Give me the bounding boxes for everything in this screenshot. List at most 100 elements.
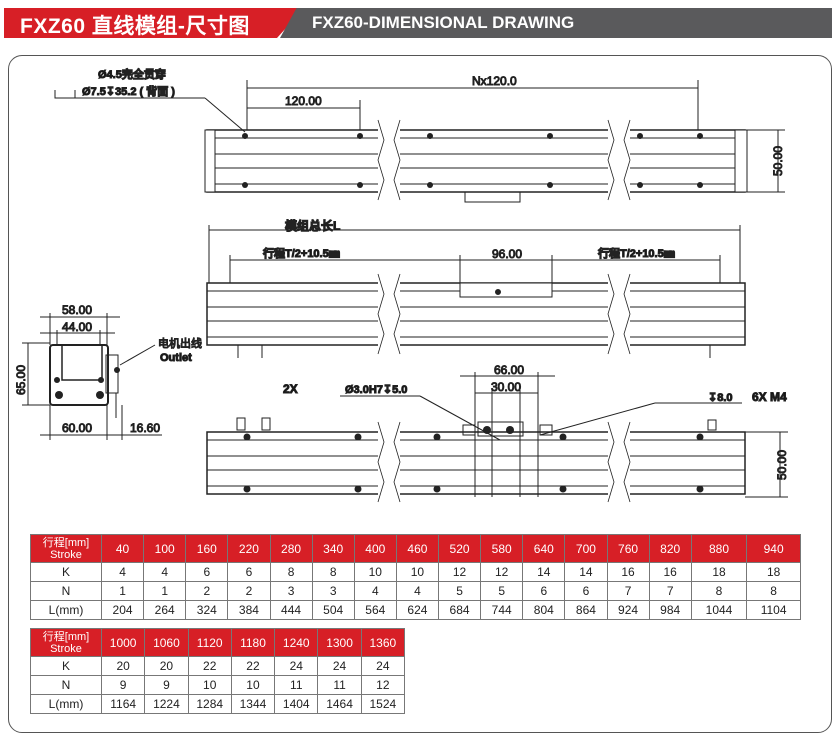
header-cn: 行程[mm]	[42, 630, 90, 643]
n-cell: 3	[311, 581, 355, 601]
stroke-cell: 520	[437, 534, 482, 563]
dim-66: 66.00	[494, 363, 524, 377]
k-cell: 6	[227, 562, 271, 582]
n-cell: 1	[143, 581, 187, 601]
stroke-cell: 460	[395, 534, 440, 563]
slider-length-dim: 96.00	[492, 247, 522, 261]
header-en: Stroke	[50, 642, 82, 655]
l-cell: 924	[606, 600, 650, 620]
l-cell: 1284	[187, 694, 232, 714]
n-cell: 3	[269, 581, 313, 601]
n-cell: 2	[227, 581, 271, 601]
l-cell: 1044	[690, 600, 748, 620]
k-cell: 20	[100, 656, 146, 676]
stroke-right-label: 行程T/2+10.5㎜	[597, 246, 675, 260]
stroke-cell: 1240	[274, 628, 319, 657]
row-label: K	[30, 656, 102, 676]
end-width-44: 44.00	[62, 320, 92, 334]
l-cell: 324	[185, 600, 229, 620]
k-cell: 24	[317, 656, 362, 676]
l-cell: 1464	[317, 694, 362, 714]
n-cell: 4	[353, 581, 397, 601]
k-cell: 10	[353, 562, 397, 582]
pin-count: 2X	[283, 382, 298, 396]
row-label: L(mm)	[30, 694, 102, 714]
stroke-cell: 760	[606, 534, 650, 563]
l-cell: 384	[227, 600, 271, 620]
n-cell: 5	[480, 581, 524, 601]
end-width-60: 60.00	[62, 421, 92, 435]
title-en: FXZ60-DIMENSIONAL DRAWING	[312, 13, 575, 32]
stroke-cell: 400	[353, 534, 397, 563]
stroke-cell: 580	[480, 534, 524, 563]
stroke-cell: 1000	[100, 628, 146, 657]
k-cell: 18	[746, 562, 801, 582]
stroke-cell: 40	[100, 534, 145, 563]
hole-note-2: Ø7.5↧35.2 ( 背面 )	[82, 84, 175, 98]
k-cell: 16	[606, 562, 650, 582]
l-cell: 1224	[144, 694, 189, 714]
n-cell: 10	[230, 675, 276, 695]
n-cell: 10	[187, 675, 232, 695]
side-view	[206, 225, 746, 358]
outlet-label-cn: 电机出线	[158, 336, 202, 350]
dim-30: 30.00	[491, 380, 521, 394]
bottom-view	[206, 372, 788, 506]
nx-dimension: Nx120.0	[472, 74, 517, 88]
l-cell: 744	[480, 600, 524, 620]
stroke-cell: 1180	[230, 628, 276, 657]
tap-depth: ↧8.0	[708, 392, 733, 404]
l-cell: 984	[648, 600, 692, 620]
n-cell: 7	[606, 581, 650, 601]
stroke-cell: 1120	[187, 628, 232, 657]
total-length-label: 模组总长L	[285, 218, 340, 233]
k-cell: 18	[690, 562, 748, 582]
end-width-16-6: 16.60	[130, 421, 160, 435]
stroke-cell: 1300	[317, 628, 362, 657]
row-label: N	[30, 581, 102, 601]
pin-note: Ø3.0H7↧5.0	[345, 384, 407, 396]
l-cell: 1164	[100, 694, 146, 714]
n-cell: 11	[274, 675, 319, 695]
stroke-cell: 940	[746, 534, 801, 563]
k-cell: 12	[480, 562, 524, 582]
n-cell: 4	[395, 581, 440, 601]
stroke-cell: 820	[648, 534, 692, 563]
k-cell: 8	[311, 562, 355, 582]
stroke-cell: 220	[227, 534, 271, 563]
k-cell: 22	[230, 656, 276, 676]
end-view	[22, 313, 162, 440]
row-label: N	[30, 675, 102, 695]
l-cell: 1344	[230, 694, 276, 714]
height-dimension-bottom: 50.00	[775, 450, 789, 480]
k-cell: 24	[274, 656, 319, 676]
l-cell: 504	[311, 600, 355, 620]
l-cell: 1104	[746, 600, 801, 620]
l-cell: 1404	[274, 694, 319, 714]
n-cell: 8	[746, 581, 801, 601]
n-cell: 6	[522, 581, 566, 601]
end-width-58: 58.00	[62, 303, 92, 317]
k-cell: 22	[187, 656, 232, 676]
drawing-frame	[8, 55, 832, 733]
l-cell: 864	[564, 600, 608, 620]
k-cell: 10	[395, 562, 440, 582]
n-cell: 8	[690, 581, 748, 601]
top-view	[54, 80, 785, 204]
row-label: K	[30, 562, 102, 582]
end-height-65: 65.00	[14, 365, 28, 395]
stroke-cell: 1360	[360, 628, 406, 657]
header-en: Stroke	[50, 548, 82, 561]
n-cell: 5	[437, 581, 482, 601]
stroke-left-label: 行程T/2+10.5㎜	[262, 246, 340, 260]
title-cn: FXZ60 直线模组-尺寸图	[20, 15, 250, 38]
